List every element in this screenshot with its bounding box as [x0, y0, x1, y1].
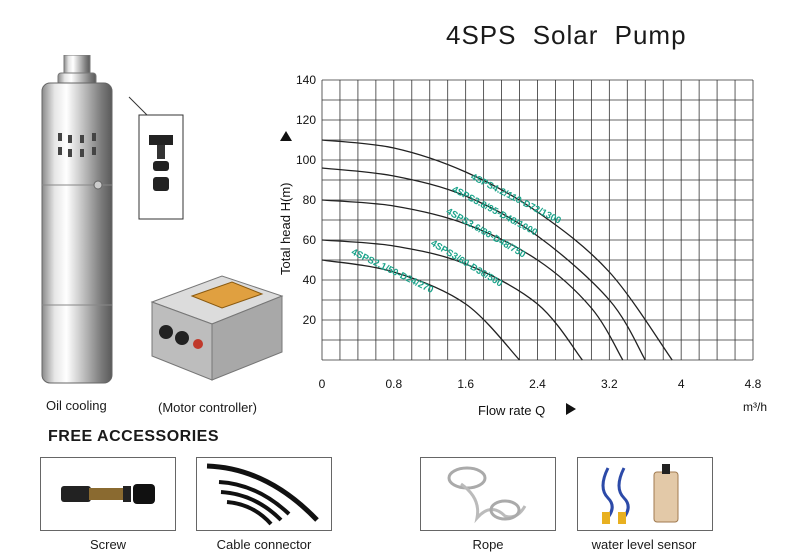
x-tick-label: 3.2	[601, 377, 618, 391]
controller-caption: (Motor controller)	[158, 400, 257, 415]
x-tick-label: 0	[319, 377, 326, 391]
x-tick-label: 2.4	[529, 377, 546, 391]
x-tick-label: 1.6	[457, 377, 474, 391]
pump-curve-4	[321, 239, 583, 361]
y-tick-label: 60	[303, 233, 317, 247]
series-label: 4SPS3/60-D36/500	[429, 238, 505, 290]
screw-label: Screw	[89, 537, 127, 552]
y-tick-label: 40	[303, 273, 317, 287]
rope-icon	[447, 466, 527, 524]
x-axis-label: Flow rate Q	[478, 403, 545, 418]
cable-connector-box	[196, 457, 332, 531]
rope-box	[420, 457, 556, 531]
x-axis-arrow-icon	[566, 403, 576, 415]
y-tick-label: 80	[303, 193, 317, 207]
cable-connector-label: Cable connector	[216, 537, 312, 552]
x-axis-unit: m³/h	[743, 400, 767, 414]
accessories-heading: FREE ACCESSORIES	[48, 428, 219, 445]
series-label: 4SPS2.1/50-D24/270	[349, 247, 435, 296]
y-axis-label: Total head H(m)	[278, 183, 293, 275]
plug-detail-callout	[128, 96, 184, 220]
cable-connector-icon	[206, 463, 319, 526]
pump-image	[41, 55, 113, 384]
y-tick-label: 120	[296, 113, 316, 127]
chart-curves: 4SPS4.2/110-D72/13004SPS3.8/95-D48/10004…	[321, 139, 673, 361]
rope-label: Rope	[472, 537, 504, 552]
chart-title: 4SPS Solar Pump	[446, 20, 687, 50]
pump-curve-5	[321, 259, 521, 361]
y-axis-arrow-icon	[280, 131, 292, 141]
screw-icon	[61, 484, 155, 504]
water-level-sensor-label: water level sensor	[591, 537, 697, 552]
chart-ticks: 20 40 60 80 100 120 140 0 0.8 1.6 2.4 3.2 4 4.8	[296, 73, 762, 391]
screw-box	[40, 457, 176, 531]
pump-curve-3	[321, 199, 624, 361]
pump-curve-chart: 4SPS4.2/110-D72/13004SPS3.8/95-D48/10004…	[278, 73, 767, 418]
x-tick-label: 4.8	[745, 377, 762, 391]
water-level-sensor-icon	[601, 464, 679, 524]
motor-controller-image	[150, 275, 284, 381]
pump-curve-2	[321, 167, 646, 361]
x-tick-label: 0.8	[385, 377, 402, 391]
x-tick-label: 4	[678, 377, 685, 391]
y-tick-label: 100	[296, 153, 316, 167]
chart-grid	[321, 79, 754, 361]
pump-curve-1	[321, 139, 673, 361]
y-tick-label: 140	[296, 73, 316, 87]
y-tick-label: 20	[303, 313, 317, 327]
pump-caption: Oil cooling	[46, 398, 107, 413]
water-level-sensor-box	[577, 457, 713, 531]
